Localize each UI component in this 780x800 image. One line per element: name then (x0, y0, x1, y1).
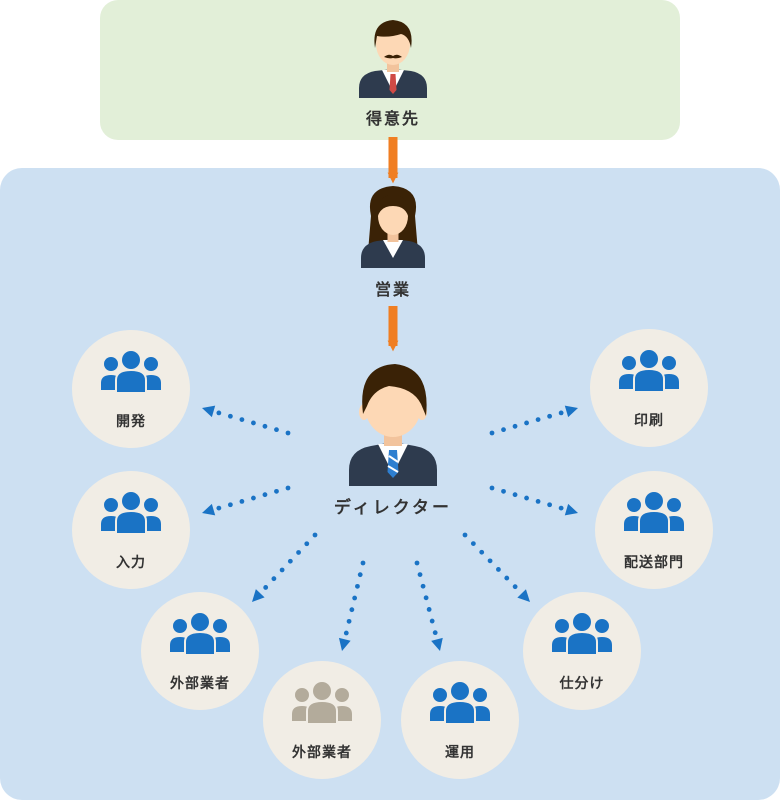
director-avatar-icon (349, 364, 437, 486)
people-group-icon (290, 682, 354, 725)
department-node (590, 329, 708, 447)
people-group-icon (168, 613, 232, 656)
arrow-head-icon (252, 589, 265, 602)
arrow-head-icon (564, 503, 578, 516)
director-label: ディレクター (333, 498, 453, 518)
arrow-head-icon (202, 405, 216, 418)
department-node (72, 471, 190, 589)
dotted-arrow-8 (489, 405, 578, 436)
department-label: 入力 (116, 555, 146, 571)
arrow-head-icon (431, 637, 443, 651)
department-label: 印刷 (634, 413, 664, 429)
department-label: 外部業者 (292, 745, 352, 761)
department-node (523, 592, 641, 710)
client-label: 得意先 (365, 109, 421, 128)
department-node (72, 330, 190, 448)
department-node (595, 471, 713, 589)
department-label: 運用 (445, 745, 475, 761)
client-avatar-icon (359, 20, 427, 98)
dotted-arrow-4 (338, 560, 366, 651)
people-group-icon (99, 492, 163, 535)
dotted-arrow-1 (202, 405, 291, 436)
people-group-icon (622, 492, 686, 535)
arrow-head-icon (338, 637, 351, 651)
department-nodes (72, 329, 713, 779)
arrow-head-icon (564, 405, 578, 418)
dotted-arrow-5 (414, 560, 443, 651)
people-group-icon (617, 350, 681, 393)
dotted-arrows (202, 405, 578, 651)
people-group-icon (428, 682, 492, 725)
people-group-icon (550, 613, 614, 656)
department-label: 配送部門 (624, 555, 684, 571)
department-node (401, 661, 519, 779)
dotted-arrow-6 (462, 532, 530, 602)
department-node (263, 661, 381, 779)
arrow-head-icon (517, 589, 530, 602)
sales-label: 営業 (374, 280, 412, 299)
people-group-icon (99, 351, 163, 394)
dotted-arrow-3 (252, 532, 318, 602)
sales-avatar-icon (361, 186, 425, 268)
department-label: 仕分け (559, 676, 605, 692)
arrow-head-icon (202, 503, 216, 516)
dotted-arrow-2 (202, 485, 291, 516)
department-label: 開発 (116, 414, 146, 430)
department-node (141, 592, 259, 710)
department-label: 外部業者 (170, 676, 230, 692)
dotted-arrow-7 (489, 485, 578, 516)
